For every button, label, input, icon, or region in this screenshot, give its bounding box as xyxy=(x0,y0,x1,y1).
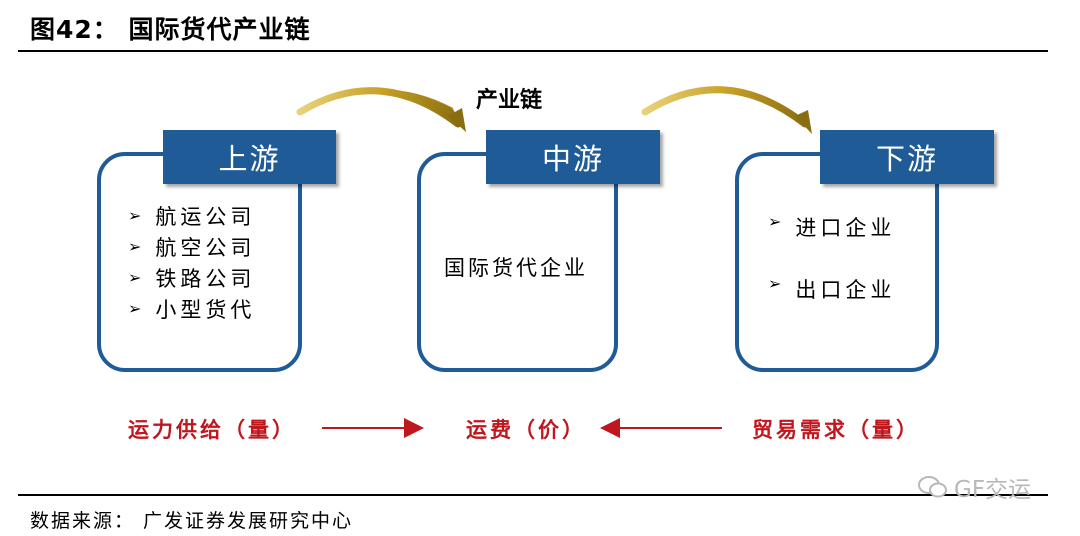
arrow-bullet-icon: ➢ xyxy=(128,206,142,225)
midstream-box xyxy=(417,152,618,372)
downstream-list: ➢进口企业 ➢出口企业 xyxy=(768,212,895,305)
upstream-box xyxy=(97,152,302,372)
list-item: ➢出口企业 xyxy=(768,274,896,302)
upstream-list: ➢航运公司 ➢航空公司 ➢铁路公司 ➢小型货代 xyxy=(128,200,255,324)
list-item: ➢航空公司 xyxy=(128,235,256,260)
demand-label: 贸易需求（量） xyxy=(752,418,920,442)
downstream-tab: 下游 xyxy=(820,130,994,184)
arrow-bullet-icon: ➢ xyxy=(128,237,142,256)
bottom-divider xyxy=(18,494,1048,496)
arrow-bullet-icon: ➢ xyxy=(128,299,142,318)
list-item: ➢铁路公司 xyxy=(128,266,256,291)
arrow-bullet-icon: ➢ xyxy=(768,274,782,293)
data-source: 数据来源： 广发证券发展研究中心 xyxy=(30,510,354,532)
watermark-text: GF交运 xyxy=(954,477,1032,503)
midstream-tab: 中游 xyxy=(486,130,660,184)
list-item: ➢小型货代 xyxy=(128,297,256,322)
curved-arrow-midstream-to-downstream xyxy=(641,86,809,128)
watermark: GF交运 xyxy=(918,470,1031,504)
wechat-icon xyxy=(918,476,947,498)
upstream-tab: 上游 xyxy=(163,130,336,184)
arrow-bullet-icon: ➢ xyxy=(128,268,142,287)
figure-title: 图42： 国际货代产业链 xyxy=(30,15,311,44)
arrow-bullet-icon: ➢ xyxy=(768,212,782,231)
freight-price-label: 运费（价） xyxy=(466,418,586,442)
midstream-text: 国际货代企业 xyxy=(444,256,588,280)
industry-chain-label: 产业链 xyxy=(476,88,543,113)
list-item: ➢进口企业 xyxy=(768,212,896,240)
supply-label: 运力供给（量） xyxy=(128,418,296,442)
list-item: ➢航运公司 xyxy=(128,204,256,229)
top-divider xyxy=(18,50,1048,52)
